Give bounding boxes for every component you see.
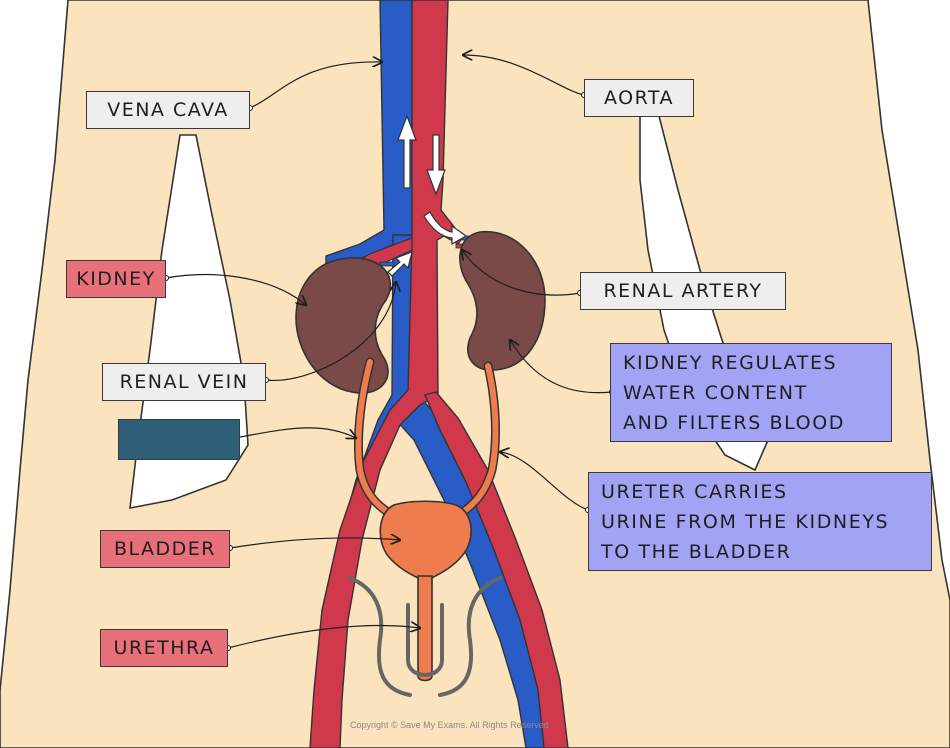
renal-artery-label: RENAL ARTERY	[580, 272, 786, 310]
ureter-note-line-3: TO THE BLADDER	[601, 541, 792, 563]
ureter-function-note: URETER CARRIES URINE FROM THE KIDNEYS TO…	[588, 472, 932, 571]
vena-cava-label: VENA CAVA	[86, 91, 250, 129]
kidney-note-line-3: AND FILTERS BLOOD	[623, 412, 845, 434]
ureter-note-line-1: URETER CARRIES	[601, 481, 788, 503]
kidney-function-note: KIDNEY REGULATES WATER CONTENT AND FILTE…	[610, 343, 892, 442]
kidney-note-line-1: KIDNEY REGULATES	[623, 352, 838, 374]
vena-cava-leader	[249, 62, 382, 109]
left-arm-gap	[129, 134, 249, 509]
bladder-leader	[229, 538, 400, 549]
blank-leader	[239, 427, 356, 438]
bladder	[379, 500, 472, 579]
urethra	[417, 575, 433, 682]
renal-vein-leader	[265, 282, 396, 382]
kidney-note-leader	[510, 340, 613, 394]
bladder-label: BLADDER	[100, 530, 230, 568]
blank-ureter-label	[118, 419, 240, 460]
leader-arrows	[165, 55, 613, 649]
right-kidney	[459, 230, 546, 371]
kidney-leader	[165, 274, 306, 305]
kidney-note-line-2: WATER CONTENT	[623, 382, 808, 404]
kidney-label: KIDNEY	[66, 260, 166, 298]
ureter-note-leader	[500, 452, 589, 511]
aorta-label: AORTA	[584, 79, 694, 117]
renal-artery-leader	[462, 250, 581, 296]
flow-arrows	[387, 114, 468, 277]
pelvic-outline	[348, 576, 502, 697]
urethra-label: URETHRA	[100, 629, 228, 667]
renal-vein-label: RENAL VEIN	[102, 363, 266, 401]
urethra-leader	[227, 625, 420, 649]
ureter-note-line-2: URINE FROM THE KIDNEYS	[601, 511, 890, 533]
copyright-text: Copyright © Save My Exams. All Rights Re…	[350, 720, 549, 730]
aorta-leader	[463, 55, 585, 96]
